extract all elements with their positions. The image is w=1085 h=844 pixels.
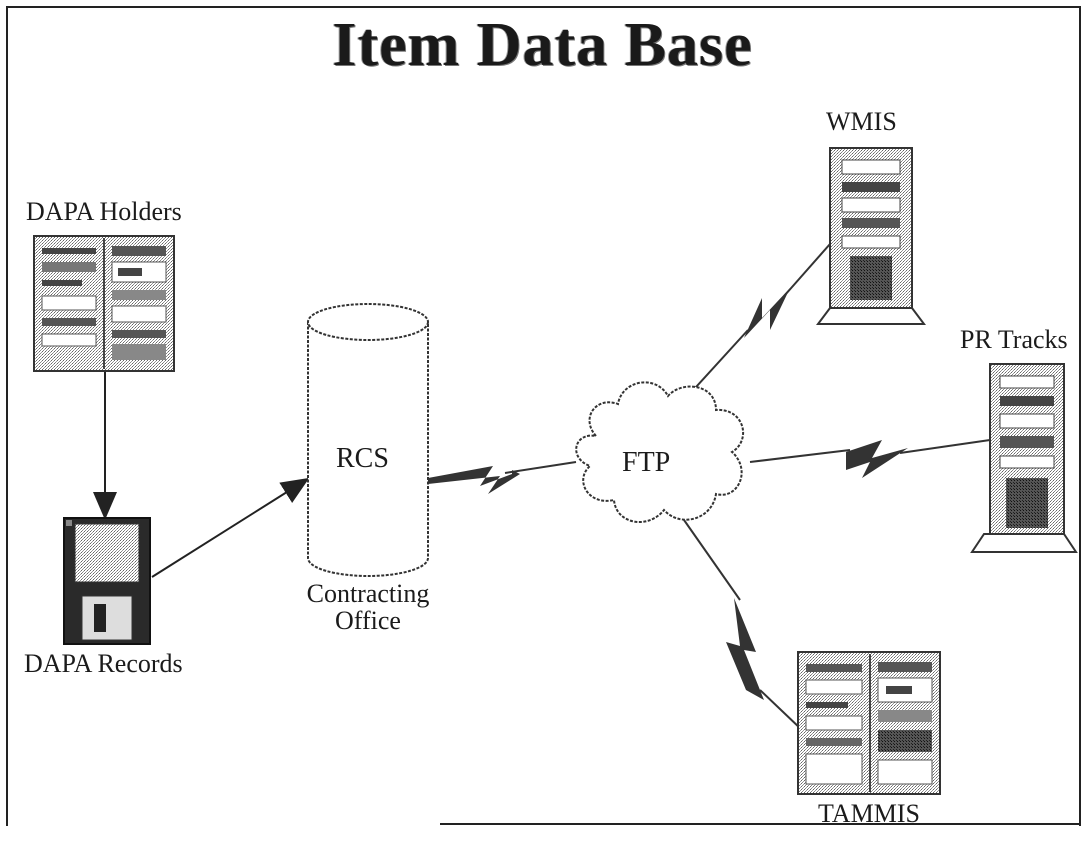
slide-frame	[6, 6, 1081, 826]
wmis-label: WMIS	[826, 107, 897, 136]
computer-screen-icon	[33, 235, 175, 372]
frame-bottom-border	[440, 823, 1081, 825]
contracting-office-label: Contracting Office	[298, 580, 438, 635]
link-rcs-to-ftp	[428, 461, 577, 494]
tammis-label: TAMMIS	[818, 799, 920, 828]
ftp-label: FTP	[622, 447, 671, 478]
rcs-label: RCS	[336, 443, 389, 474]
link-ftp-to-wmis	[685, 243, 831, 399]
arrow-records-to-rcs	[151, 477, 310, 578]
server-tower-icon	[816, 147, 926, 325]
dapa-holders-label: DAPA Holders	[26, 197, 182, 226]
floppy-disk-icon	[63, 517, 151, 645]
database-cylinder-icon	[307, 303, 429, 577]
contracting-office-line1: Contracting	[306, 579, 430, 608]
diagram-title: Item Data Base	[332, 11, 753, 79]
contracting-office-line2: Office	[335, 606, 401, 636]
server-tower-icon	[970, 363, 1078, 553]
computer-screen-icon	[797, 651, 941, 795]
pr-tracks-label: PR Tracks	[960, 325, 1068, 354]
cloud-icon	[575, 381, 745, 524]
link-ftp-to-tammis	[683, 519, 803, 731]
dapa-records-label: DAPA Records	[24, 649, 183, 678]
link-ftp-to-pr-tracks	[749, 439, 991, 478]
